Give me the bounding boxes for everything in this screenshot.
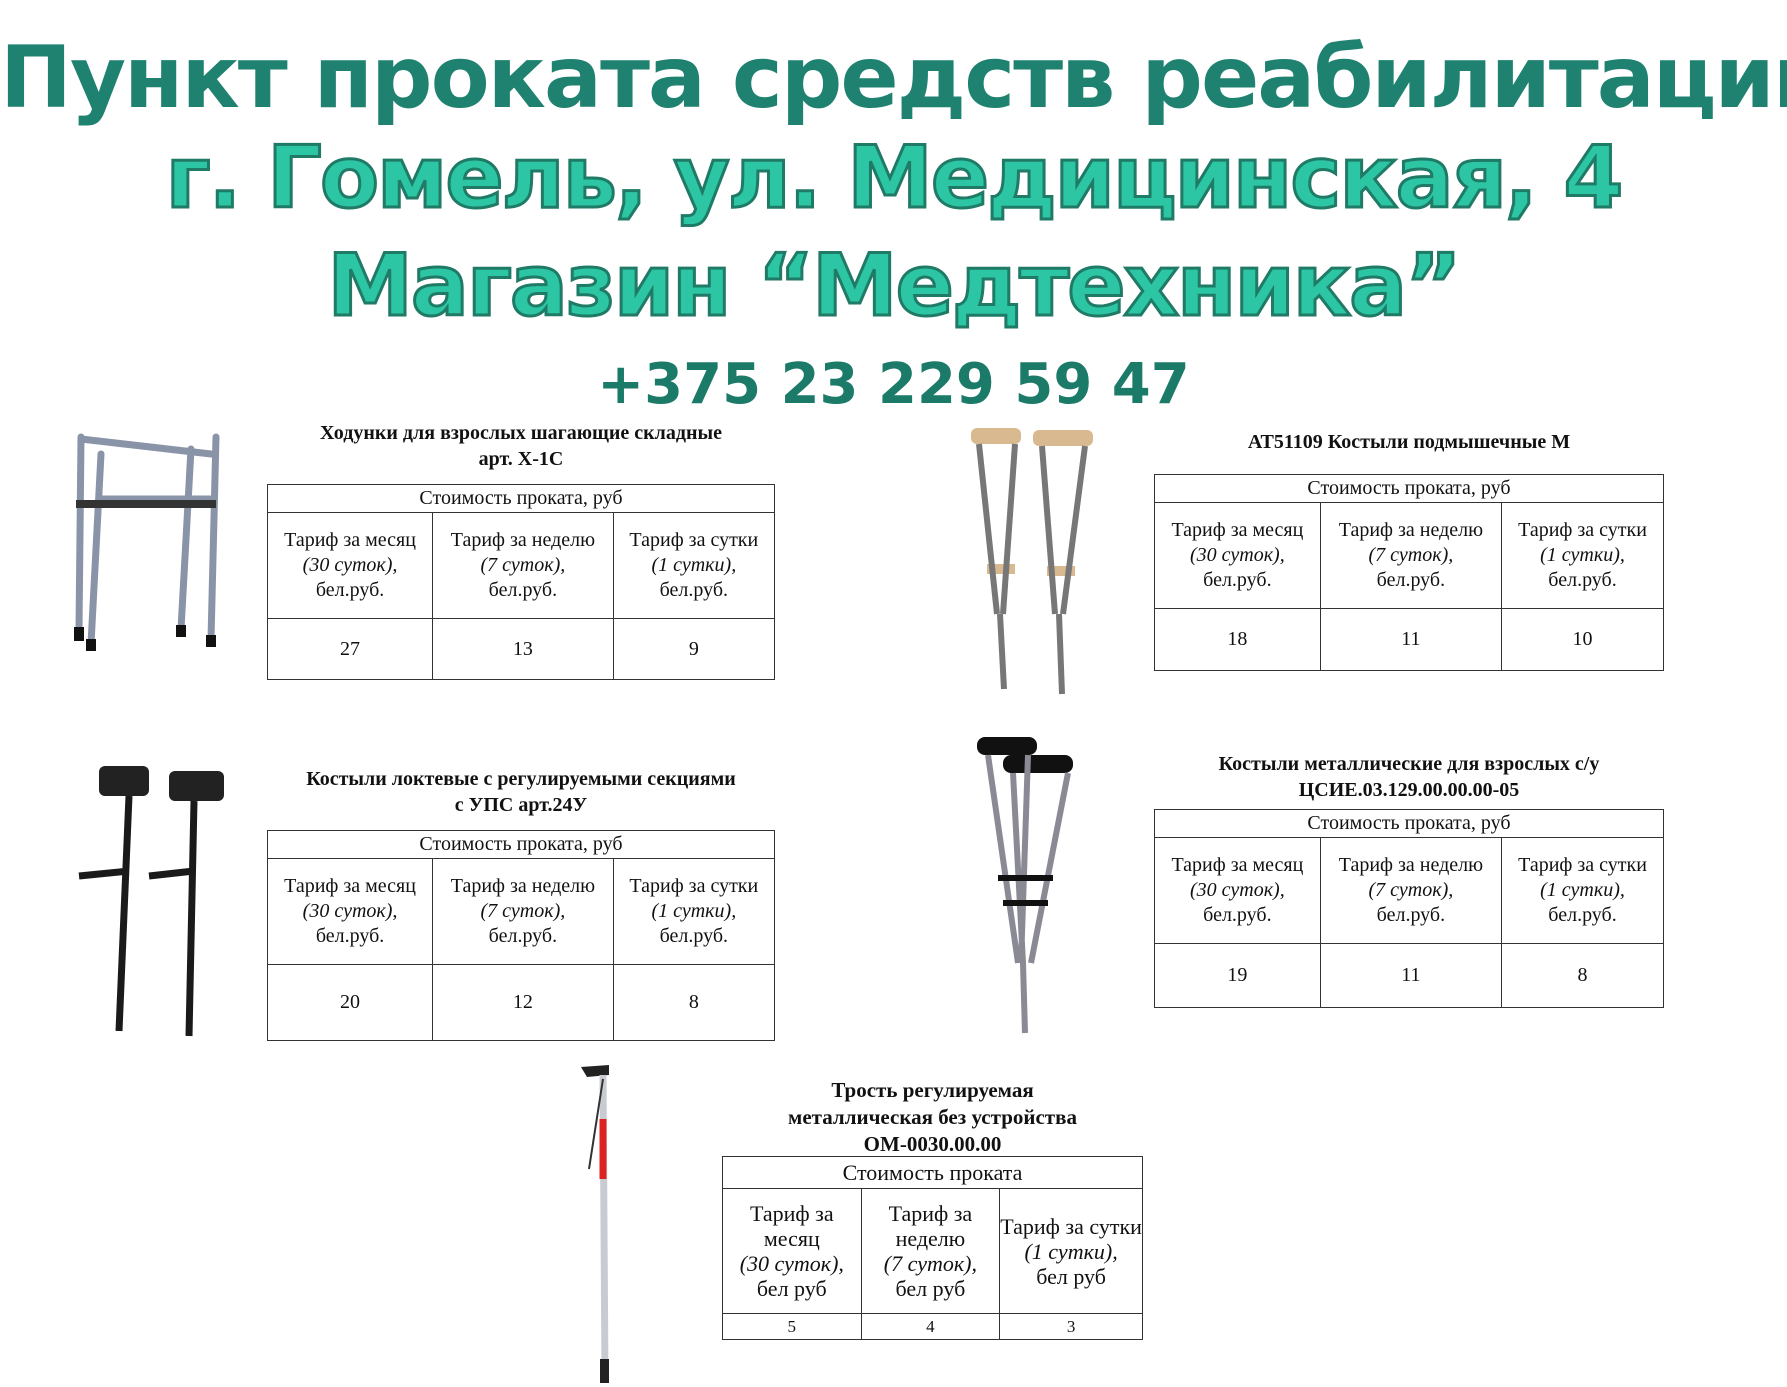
title-line: арт. Х-1С bbox=[478, 448, 564, 470]
title-line-1: Пункт проката средств реабилитации bbox=[0, 28, 1787, 128]
header-week: Тариф за неделю(7 суток),бел руб bbox=[860, 1188, 1001, 1314]
header-month: Тариф за месяц(30 суток),бел.руб. bbox=[1154, 502, 1321, 609]
title-line: Ходунки для взрослых шагающие складные bbox=[319, 422, 723, 444]
product-title: АТ51109 Костыли подмышечные М bbox=[1154, 429, 1664, 455]
title-line: Костыли металлические для взрослых с/у bbox=[1218, 753, 1600, 775]
product-title: Трость регулируемая металлическая без уст… bbox=[722, 1077, 1143, 1158]
price-day: 3 bbox=[999, 1313, 1143, 1340]
title-line: Костыли локтевые с регулируемыми секциям… bbox=[306, 768, 736, 790]
title-line: АТ51109 Костыли подмышечные М bbox=[1247, 431, 1571, 453]
phone-number: +375 23 229 59 47 bbox=[597, 352, 1190, 417]
title-line: металлическая без устройства bbox=[788, 1105, 1077, 1129]
price-day: 10 bbox=[1501, 608, 1664, 671]
price-table: Стоимость проката, руб Тариф за месяц(30… bbox=[266, 484, 776, 680]
header-day: Тариф за сутки(1 сутки),бел.руб. bbox=[612, 858, 776, 965]
price-week: 13 bbox=[432, 618, 614, 680]
price-month: 20 bbox=[266, 964, 434, 1041]
product-title: Ходунки для взрослых шагающие складные ар… bbox=[267, 420, 775, 472]
price-month: 5 bbox=[722, 1313, 862, 1340]
table-caption: Стоимость проката bbox=[722, 1156, 1143, 1189]
title-line: с УПС арт.24У bbox=[454, 794, 588, 816]
elbow-crutches-image bbox=[78, 766, 224, 1037]
price-month: 27 bbox=[266, 618, 434, 680]
table-caption: Стоимость проката, руб bbox=[267, 830, 775, 859]
header-day: Тариф за сутки(1 сутки),бел.руб. bbox=[612, 512, 776, 619]
cane-image bbox=[581, 1065, 609, 1383]
table-caption: Стоимость проката, руб bbox=[1154, 474, 1664, 503]
price-table: Стоимость проката Тариф за месяц(30 суто… bbox=[722, 1156, 1143, 1340]
header-week: Тариф за неделю(7 суток),бел.руб. bbox=[432, 512, 614, 619]
title-line: Трость регулируемая bbox=[831, 1078, 1034, 1102]
header-week: Тариф за неделю(7 суток),бел.руб. bbox=[432, 858, 614, 965]
price-day: 8 bbox=[1501, 943, 1664, 1008]
header-day: Тариф за сутки(1 сутки),бел.руб. bbox=[1501, 837, 1664, 944]
header-week: Тариф за неделю(7 суток),бел.руб. bbox=[1319, 837, 1503, 944]
header-week: Тариф за неделю(7 суток),бел.руб. bbox=[1319, 502, 1503, 609]
price-week: 11 bbox=[1319, 943, 1503, 1008]
product-title: Костыли локтевые с регулируемыми секциям… bbox=[267, 766, 775, 818]
price-day: 9 bbox=[612, 618, 776, 680]
shop-name: Магазин “Медтехника” bbox=[326, 235, 1463, 338]
underarm-crutches-image bbox=[971, 428, 1093, 695]
price-table: Стоимость проката, руб Тариф за месяц(30… bbox=[266, 830, 776, 1041]
title-line: ЦСИЕ.03.129.00.00.00-05 bbox=[1298, 779, 1520, 801]
price-day: 8 bbox=[612, 964, 776, 1041]
title-line: ОМ-0030.00.00 bbox=[863, 1132, 1002, 1156]
header-month: Тариф за месяц(30 суток),бел.руб. bbox=[266, 858, 434, 965]
metal-crutches-image bbox=[977, 737, 1073, 1034]
header-month: Тариф за месяц(30 суток),бел.руб. bbox=[266, 512, 434, 619]
header-day: Тариф за сутки(1 сутки),бел руб bbox=[999, 1188, 1143, 1314]
address: г. Гомель, ул. Медицинская, 4 bbox=[164, 127, 1625, 230]
table-caption: Стоимость проката, руб bbox=[267, 484, 775, 513]
price-month: 19 bbox=[1154, 943, 1321, 1008]
header-month: Тариф за месяц(30 суток),бел.руб. bbox=[1154, 837, 1321, 944]
price-month: 18 bbox=[1154, 608, 1321, 671]
table-caption: Стоимость проката, руб bbox=[1154, 809, 1664, 838]
price-week: 4 bbox=[860, 1313, 1001, 1340]
walker-image bbox=[74, 433, 220, 651]
price-week: 12 bbox=[432, 964, 614, 1041]
price-table: Стоимость проката, руб Тариф за месяц(30… bbox=[1154, 474, 1664, 671]
header-day: Тариф за сутки(1 сутки),бел.руб. bbox=[1501, 502, 1664, 609]
header-month: Тариф за месяц(30 суток),бел руб bbox=[722, 1188, 862, 1314]
price-week: 11 bbox=[1319, 608, 1503, 671]
price-table: Стоимость проката, руб Тариф за месяц(30… bbox=[1154, 809, 1664, 1008]
